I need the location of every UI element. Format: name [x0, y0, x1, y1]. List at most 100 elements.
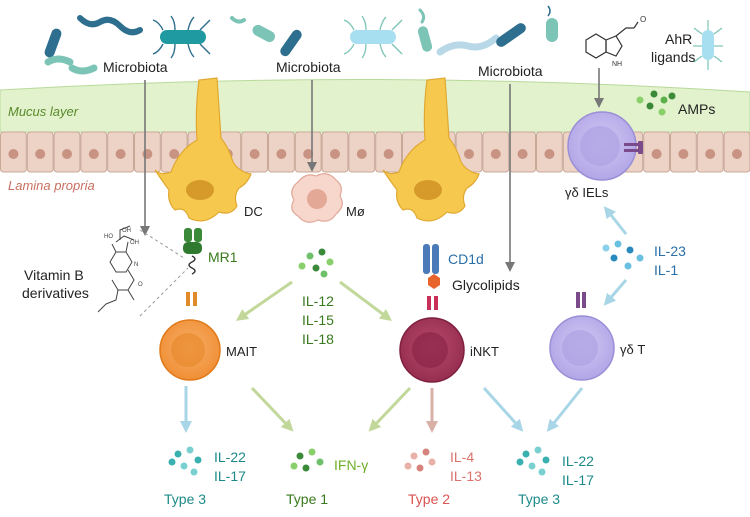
output-dots-type1 — [290, 448, 324, 472]
svg-text:OH: OH — [122, 228, 131, 234]
output-type2-cytokine-2: IL-13 — [450, 468, 482, 484]
epithelial-nucleus — [249, 149, 260, 159]
microbiota-label-3: Microbiota — [478, 63, 543, 79]
output-type3-right-label: Type 3 — [518, 491, 560, 507]
epithelial-nucleus — [651, 149, 662, 159]
arrow-il23-iels — [603, 206, 628, 235]
macrophage-icon — [291, 173, 343, 223]
bacterium-icon — [546, 5, 558, 42]
mr1-molecule — [183, 228, 202, 306]
il1-label: IL-1 — [654, 262, 678, 278]
gd-t-cell — [549, 292, 615, 381]
inkt-label: iNKT — [470, 344, 499, 359]
epithelial-nucleus — [276, 149, 287, 159]
dendritic-cell-icon — [154, 77, 252, 222]
dc-label: DC — [244, 204, 263, 219]
epithelial-nucleus — [705, 149, 716, 159]
output-type3-right-cytokine-1: IL-22 — [562, 453, 594, 469]
svg-text:HO: HO — [104, 234, 113, 240]
bacterium-icon — [417, 8, 433, 52]
output-type1-cytokine-1: IFN-γ — [334, 457, 368, 473]
cd1d-molecule — [423, 244, 440, 310]
output-type3-right-cytokine-2: IL-17 — [562, 472, 594, 488]
epithelial-nucleus — [678, 149, 689, 159]
bacterium-icon — [44, 28, 62, 58]
epithelial-nucleus — [732, 149, 742, 159]
dc-nucleus — [186, 180, 214, 200]
arrow-il12-mait — [235, 280, 293, 321]
vitamin-b-label-line2: derivatives — [22, 285, 89, 301]
epithelial-nucleus — [88, 149, 99, 159]
epithelial-nucleus — [62, 149, 72, 159]
inkt-cell — [399, 317, 465, 383]
bacterium-icon — [44, 55, 98, 75]
svg-text:O: O — [640, 15, 646, 24]
il15-label: IL-15 — [302, 312, 334, 328]
bacterium-icon — [77, 15, 143, 36]
output-type1-label: Type 1 — [286, 491, 328, 507]
epithelial-nucleus — [303, 149, 314, 159]
bacterium-icon — [693, 20, 723, 70]
mait-label: MAIT — [226, 344, 257, 359]
svg-text:OH: OH — [130, 240, 139, 246]
vitamin-b-dashed-1 — [139, 229, 185, 259]
epithelial-nucleus — [169, 149, 180, 159]
output-dots-type3-left — [168, 446, 202, 476]
bacterium-icon — [343, 15, 403, 59]
epithelial-nucleus — [517, 149, 528, 159]
svg-text:N: N — [134, 262, 138, 268]
mucus-layer-label: Mucus layer — [8, 104, 79, 119]
il12-label: IL-12 — [302, 293, 334, 309]
bacteria-group — [44, 5, 723, 75]
mr1-label: MR1 — [208, 249, 238, 265]
arrow-il23-gdt — [603, 279, 628, 306]
arrow-inkt-type1 — [368, 386, 412, 432]
output-type2-label: Type 2 — [408, 491, 450, 507]
epithelial-nucleus — [35, 149, 46, 159]
lamina-propria-label: Lamina propria — [8, 178, 95, 193]
bacterium-icon — [230, 16, 276, 42]
bacterium-icon — [280, 29, 302, 57]
il12-cytokine-dots — [298, 248, 334, 278]
arrow-mait-type1 — [250, 386, 294, 432]
output-type3-left-cytokine-1: IL-22 — [214, 449, 246, 465]
bacterium-icon — [496, 23, 526, 47]
epithelial-nucleus — [544, 149, 555, 159]
amps-dots — [636, 90, 676, 116]
il18-label: IL-18 — [302, 331, 334, 347]
macrophage-label: Mø — [346, 204, 365, 219]
arrow-il12-inkt — [339, 280, 392, 321]
amps-label: AMPs — [678, 101, 715, 117]
vitamin-b-molecule-icon: HO OH OH N O — [97, 225, 143, 313]
bacterium-icon — [436, 34, 500, 56]
glycolipids-label: Glycolipids — [452, 277, 520, 293]
svg-text:NH: NH — [612, 61, 622, 68]
dendritic-cell-icon — [382, 77, 480, 222]
output-dots-type2 — [404, 448, 436, 472]
epithelial-nucleus — [115, 149, 126, 159]
bacterium-icon — [152, 15, 211, 59]
epithelial-nucleus — [330, 149, 340, 159]
svg-text:O: O — [138, 282, 143, 288]
microbiota-label-2: Microbiota — [276, 59, 341, 75]
indole-molecule-icon: O NH — [585, 15, 646, 68]
epithelial-nucleus — [8, 149, 19, 159]
mucus-layer — [0, 78, 750, 133]
dc2-nucleus — [414, 180, 442, 200]
epithelial-nucleus — [142, 149, 153, 159]
epithelial-nucleus — [356, 149, 367, 159]
output-type3-left-label: Type 3 — [164, 491, 206, 507]
arrow-inkt-type3 — [482, 386, 524, 432]
output-type2-cytokine-1: IL-4 — [450, 449, 474, 465]
gd-t-label: γδ T — [620, 342, 645, 357]
output-dots-type3-right — [516, 446, 550, 476]
ahr-ligands-label-line2: ligands — [651, 49, 695, 65]
vitamin-b-dashed-2 — [139, 267, 189, 317]
epithelial-nucleus — [464, 149, 474, 159]
ahr-ligands-label-line1: AhR — [665, 31, 692, 47]
vitamin-b-label-line1: Vitamin B — [24, 267, 84, 283]
mait-cell — [159, 319, 221, 381]
gd-iels-label: γδ IELs — [565, 185, 609, 200]
